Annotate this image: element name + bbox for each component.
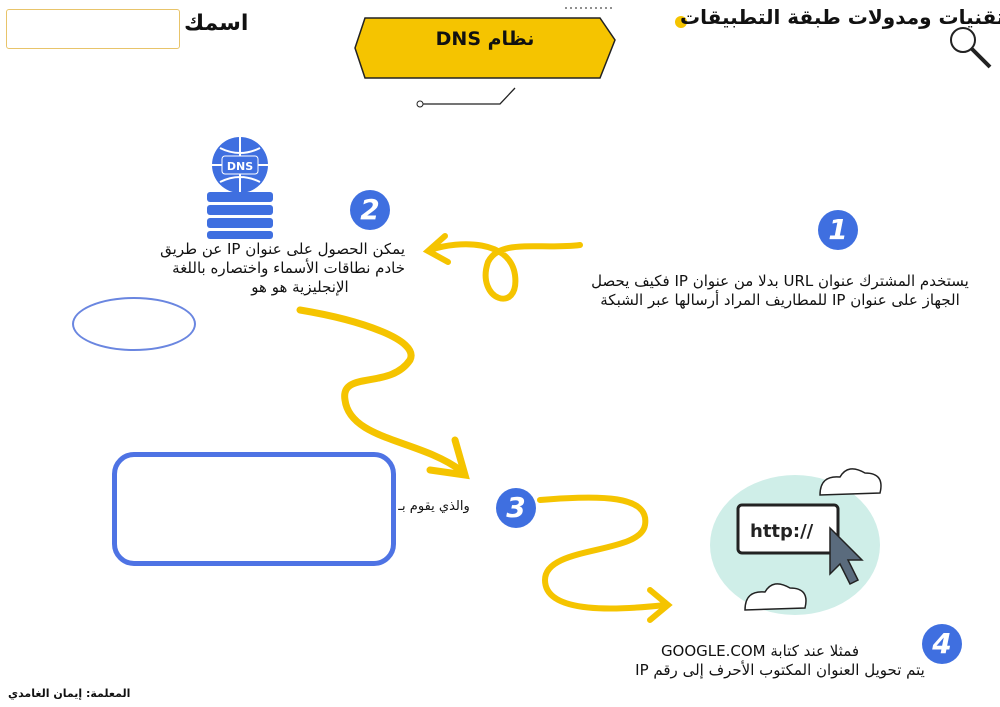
step-1-text: يستخدم المشترك عنوان URL بدلا من عنوان I… bbox=[560, 272, 1000, 310]
cursor-icon bbox=[829, 526, 864, 586]
step-number-4: 4 bbox=[922, 624, 962, 664]
student-name-input[interactable] bbox=[6, 9, 180, 49]
arrow-2-to-3 bbox=[296, 306, 464, 474]
name-label: اسمك bbox=[184, 11, 249, 36]
arrow-1-to-2 bbox=[427, 241, 583, 302]
step-number-3: 3 bbox=[496, 488, 536, 528]
arrow-3-to-4 bbox=[537, 494, 668, 612]
step-1-line-2: الجهاز على عنوان IP للمطاريف المراد أرسا… bbox=[600, 291, 960, 309]
dns-function-answer-input[interactable] bbox=[112, 452, 396, 566]
browser-illustration: http:// bbox=[710, 468, 882, 615]
dns-server-icon: DNS bbox=[207, 137, 273, 239]
topic-title: نظام DNS bbox=[435, 28, 535, 50]
dns-label: DNS bbox=[227, 160, 253, 173]
teacher-credit: المعلمة: إيمان الغامدي bbox=[8, 687, 131, 700]
step-2-line-2: خادم نطاقات الأسماء واختصاره باللغة bbox=[172, 259, 405, 277]
step-4-text: فمثلا عند كتابة GOOGLE.COM يتم تحويل الع… bbox=[610, 642, 950, 680]
step-2-line-3: الإنجليزية هو هو bbox=[251, 278, 349, 296]
step-1-line-1: يستخدم المشترك عنوان URL بدلا من عنوان I… bbox=[591, 272, 969, 290]
step-number-1: 1 bbox=[818, 210, 858, 250]
step-2-line-1: يمكن الحصول على عنوان IP عن طريق bbox=[160, 240, 405, 258]
magnifier-icon bbox=[675, 16, 992, 69]
banner-connector bbox=[420, 87, 516, 105]
step-2-text: يمكن الحصول على عنوان IP عن طريق خادم نط… bbox=[160, 240, 405, 297]
step-4-line-2: يتم تحويل العنوان المكتوب الأحرف إلى رقم… bbox=[635, 661, 925, 679]
course-title: تقنيات ومدولات طبقة التطبيقات bbox=[680, 5, 1000, 29]
step-4-line-1: فمثلا عند كتابة GOOGLE.COM bbox=[660, 642, 860, 660]
title-banner bbox=[354, 17, 616, 79]
step-number-2: 2 bbox=[350, 190, 390, 230]
step-3-text: والذي يقوم بـ bbox=[398, 499, 470, 514]
browser-url: http:// bbox=[750, 521, 814, 542]
dns-acronym-answer-input[interactable] bbox=[72, 297, 196, 351]
